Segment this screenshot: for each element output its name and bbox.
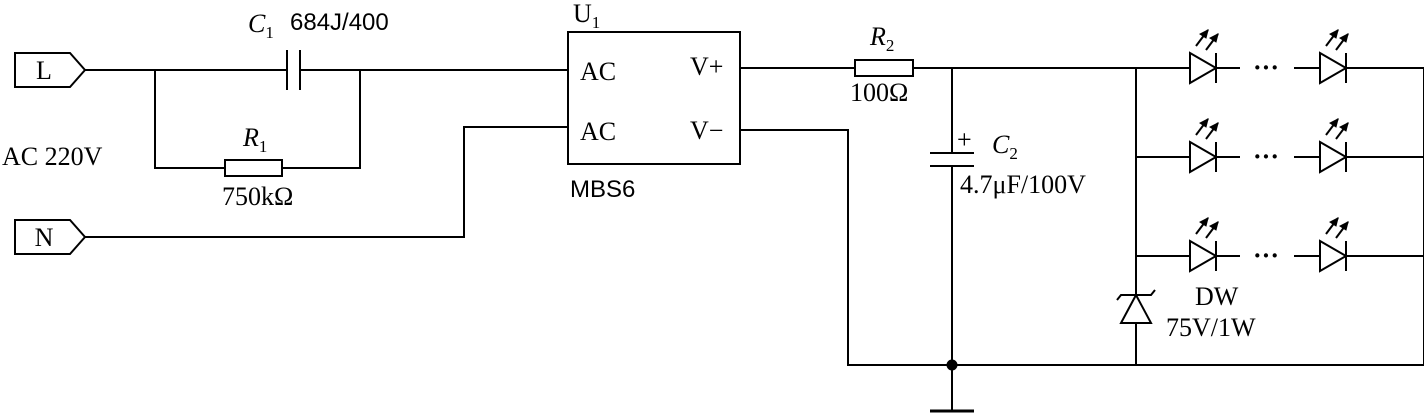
bridge-rectifier-u1 [567,31,741,165]
c1-value: 684J/400 [290,9,389,36]
u1-pin-vminus: V− [690,116,723,145]
dc-wiring [740,67,1424,413]
led-string-1: ··· [1179,29,1424,84]
r2-value: 100Ω [850,78,908,107]
capacitor-c2 [930,152,974,167]
u1-pin-ac-1: AC [580,57,616,86]
led-string-2: ··· [1179,118,1424,173]
c1-designator: C1 [248,9,274,42]
r2-designator: R2 [869,22,894,55]
led-string-2-ellipsis: ··· [1253,142,1279,171]
terminal-live: L [14,52,87,88]
resistor-r1 [224,159,283,177]
r1-designator: R1 [242,123,267,156]
u1-part-number: MBS6 [570,176,635,203]
supply-voltage-label: AC 220V [2,142,103,171]
terminal-live-label: L [36,56,52,85]
input-wiring [85,69,568,238]
dw-designator: DW [1195,282,1239,311]
u1-pin-ac-2: AC [580,117,616,146]
dw-value: 75V/1W [1166,313,1256,342]
zener-diode-dw [1116,289,1156,324]
c2-polarity: + [957,125,972,154]
led-string-1-ellipsis: ··· [1253,53,1279,82]
resistor-r2 [854,59,914,77]
led-string-3-ellipsis: ··· [1253,241,1279,270]
led-string-3: ··· [1179,217,1424,272]
u1-designator: U1 [573,0,600,32]
terminal-neutral-label: N [35,223,54,252]
u1-pin-vplus: V+ [690,52,723,81]
c2-value: 4.7μF/100V [960,170,1086,199]
capacitor-c1 [286,50,301,90]
terminal-neutral: N [14,219,87,255]
r1-value: 750kΩ [222,182,293,211]
c2-designator: C2 [992,130,1018,163]
